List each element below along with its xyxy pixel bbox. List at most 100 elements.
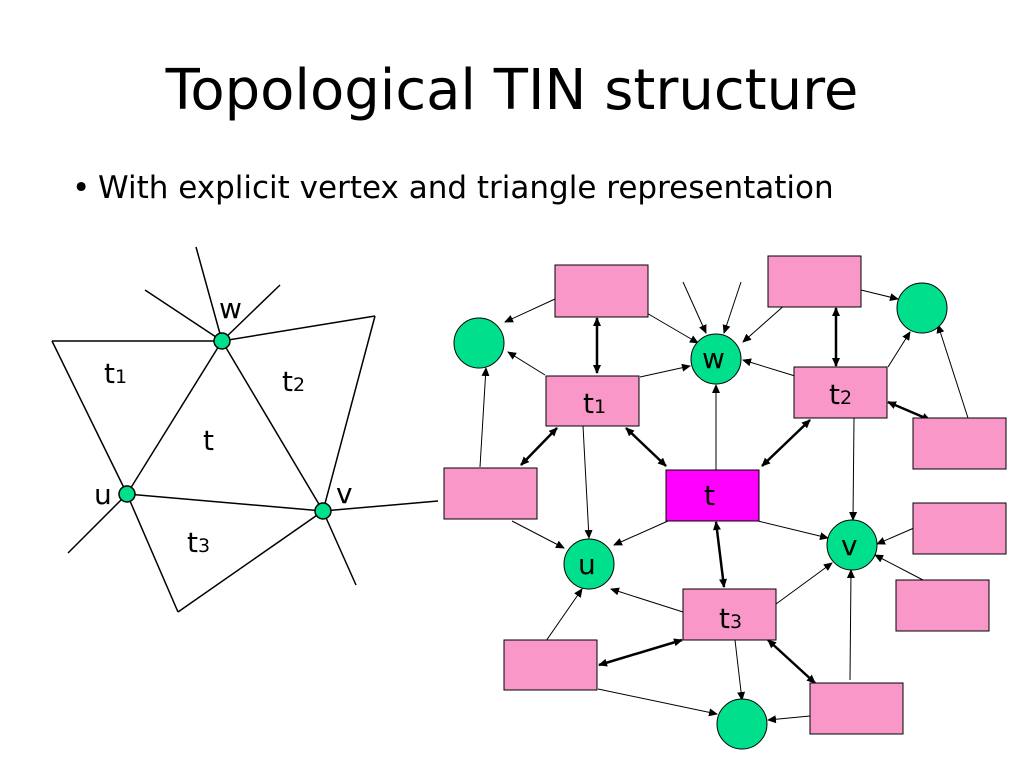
triangle-t2-label: t2 [282, 365, 305, 398]
adjacency-arrow [598, 638, 683, 667]
vertex-v-point [314, 502, 332, 520]
vertex-node-v: v [826, 519, 878, 571]
triangle-node-t2-label: t2 [829, 378, 852, 411]
neighbor-triangle-box [503, 639, 598, 691]
vertex-node-w: w [690, 333, 742, 385]
vertex-node-u: u [563, 538, 615, 590]
triangle-node-t1: t1 [545, 375, 640, 427]
neighbor-triangle-box [912, 502, 1007, 555]
vertex-w-point [213, 332, 231, 350]
pointer-arrow [507, 351, 546, 376]
edge [195, 246, 223, 342]
triangle-t2-sub: 2 [293, 374, 305, 396]
triangle-node-t1-sub: 1 [594, 396, 606, 418]
pointer-arrow [876, 527, 915, 545]
edge [221, 284, 281, 342]
neighbor-triangle-box [767, 255, 862, 308]
pointer-arrow [545, 588, 583, 642]
triangle-node-t-label: t [704, 479, 715, 512]
edge [51, 340, 128, 495]
edge [221, 340, 324, 512]
tin-graph: t t1 t2 t3 w u v [443, 255, 1007, 750]
neighbor-triangle-box [554, 264, 649, 318]
pointer-arrow [682, 281, 707, 334]
triangle-t-label: t [203, 424, 214, 457]
adjacency-arrow [713, 521, 727, 588]
pointer-arrow [849, 417, 858, 521]
triangle-t1-label: t1 [104, 357, 127, 390]
triangle-t3-label: t3 [187, 526, 210, 559]
vertex-u-label: u [94, 478, 112, 511]
vertex-node-v-label: v [841, 529, 858, 562]
pointer-arrow [775, 562, 833, 605]
triangle-t3-main: t [187, 526, 198, 559]
triangle-node-t2: t2 [793, 366, 888, 419]
adjacency-arrow [887, 400, 931, 422]
triangle-node-t3-main: t [719, 602, 730, 635]
triangle-node-t3: t3 [682, 588, 777, 641]
triangle-node-t1-label: t1 [583, 387, 606, 420]
slide-title: Topological TIN structure [165, 58, 859, 123]
bullet-item: •With explicit vertex and triangle repre… [72, 168, 834, 208]
pointer-arrow [504, 298, 556, 323]
neighbor-triangle-box [912, 417, 1007, 470]
edge [126, 493, 179, 613]
edge [67, 493, 128, 554]
edge [322, 315, 376, 512]
pointer-arrow [742, 358, 796, 377]
vertex-w-label: w [219, 292, 242, 325]
triangle-t2-main: t [282, 365, 293, 398]
pointer-arrow [734, 639, 746, 701]
pointer-arrow [887, 331, 911, 368]
vertex-u-point [118, 485, 136, 503]
pointer-arrow [722, 281, 742, 334]
bullet-text: With explicit vertex and triangle repres… [98, 170, 834, 206]
triangle-t3-sub: 3 [198, 535, 210, 557]
triangle-node-t1-main: t [583, 387, 594, 420]
neighbor-triangle-box [809, 682, 904, 735]
vertex-node-u-label: u [578, 548, 596, 581]
neighbor-triangle-box [443, 467, 538, 520]
edge [322, 500, 439, 512]
triangle-t1-main: t [104, 357, 115, 390]
pointer-arrow [613, 520, 669, 546]
pointer-arrow [644, 311, 699, 344]
neighbor-vertex-node [716, 698, 768, 750]
vertex-v-label: v [336, 477, 353, 510]
pointer-arrow [597, 688, 718, 717]
edge [144, 289, 223, 342]
neighbor-vertex-node [453, 317, 505, 369]
pointer-arrow [767, 715, 811, 724]
triangle-t1-sub: 1 [115, 366, 127, 388]
pointer-arrow [582, 425, 593, 539]
pointer-arrow [874, 554, 924, 581]
neighbor-triangle-box [895, 579, 990, 632]
triangle-node-t: t [665, 469, 760, 522]
tin-geometry: w u v t t1 t2 t3 [51, 246, 439, 613]
pointer-arrow [479, 367, 490, 468]
adjacency-arrow [520, 427, 558, 466]
edge [177, 510, 324, 613]
triangle-node-t3-label: t3 [719, 602, 742, 635]
edge [126, 340, 223, 495]
pointer-arrow [511, 520, 565, 549]
triangle-node-t3-sub: 3 [730, 611, 742, 633]
adjacency-arrow [625, 427, 667, 467]
pointer-arrow [639, 363, 691, 378]
pointer-arrow [936, 324, 969, 419]
pointer-arrow [757, 520, 829, 540]
adjacency-arrow [761, 419, 811, 467]
triangle-node-t2-sub: 2 [840, 387, 852, 409]
pointer-arrow [860, 289, 899, 301]
neighbor-vertex-node [896, 282, 948, 334]
adjacency-arrow [767, 639, 816, 684]
edge [126, 493, 324, 512]
pointer-arrow [846, 569, 855, 681]
triangle-node-t2-main: t [829, 378, 840, 411]
edge [221, 315, 376, 342]
pointer-arrow [610, 587, 684, 613]
vertex-node-w-label: w [702, 342, 725, 375]
bullet-dot: • [72, 170, 91, 206]
edge [322, 510, 357, 586]
